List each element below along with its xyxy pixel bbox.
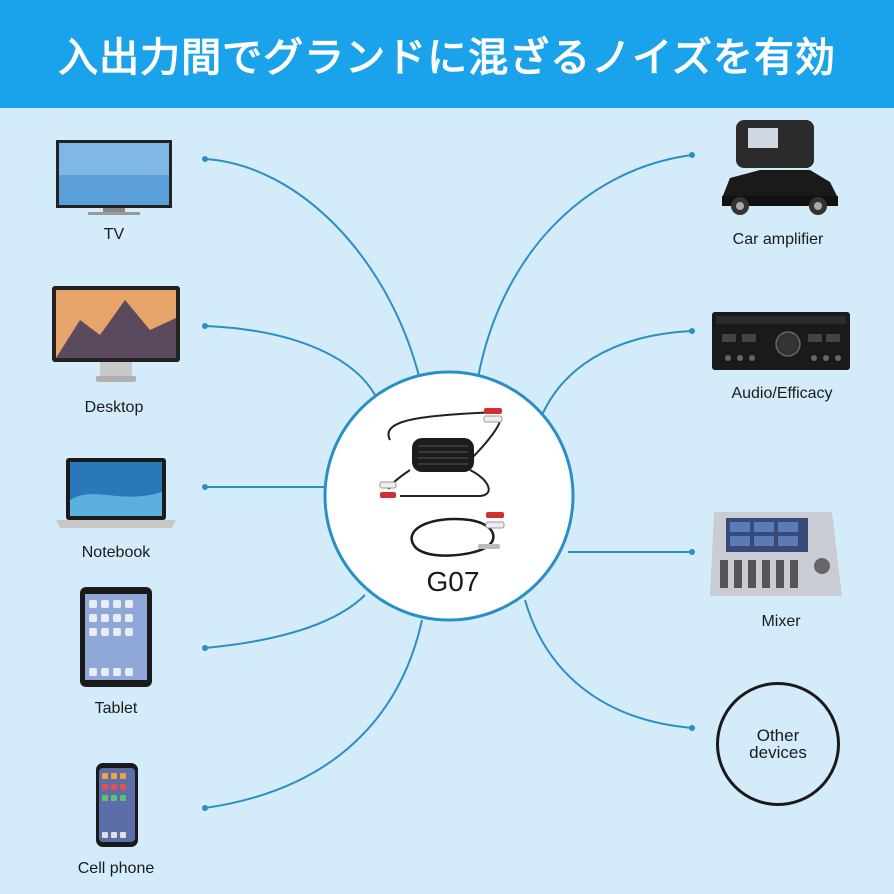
device-label-audio-efficacy: Audio/Efficacy xyxy=(731,385,833,402)
header-banner: 入出力間でグランドに混ざるノイズを有効 xyxy=(0,0,894,108)
connector-line-audio xyxy=(539,330,693,421)
mixer-console-icon xyxy=(710,512,842,596)
device-label-desktop: Desktop xyxy=(84,399,144,416)
laptop-icon xyxy=(56,458,176,528)
tv-icon xyxy=(56,140,172,215)
car-icon xyxy=(722,120,838,215)
connector-line-car xyxy=(477,154,693,379)
device-label-tv: TV xyxy=(103,226,125,243)
other-devices-circle: Other devices xyxy=(716,682,840,806)
connector-line-tablet xyxy=(204,594,366,649)
connector-line-phone xyxy=(204,619,423,809)
connector-line-desktop xyxy=(204,325,376,396)
device-label-mixer: Mixer xyxy=(761,613,801,630)
connector-line-other xyxy=(524,599,693,729)
device-label-car-amplifier: Car amplifier xyxy=(732,231,824,248)
connector-line-tv xyxy=(204,158,421,381)
other-devices-line1: Other xyxy=(756,726,800,745)
device-label-notebook: Notebook xyxy=(81,544,151,561)
noise-isolator-product-icon xyxy=(379,408,505,557)
product-model-label: G07 xyxy=(426,566,480,597)
other-devices-line2: devices xyxy=(749,743,807,762)
desktop-monitor-icon xyxy=(52,286,180,382)
tablet-icon xyxy=(80,587,152,687)
smartphone-icon xyxy=(96,763,138,847)
header-title: 入出力間でグランドに混ざるノイズを有効 xyxy=(58,35,836,81)
audio-amplifier-icon xyxy=(712,312,850,370)
device-label-cell-phone: Cell phone xyxy=(77,860,155,877)
device-label-tablet: Tablet xyxy=(94,700,138,717)
